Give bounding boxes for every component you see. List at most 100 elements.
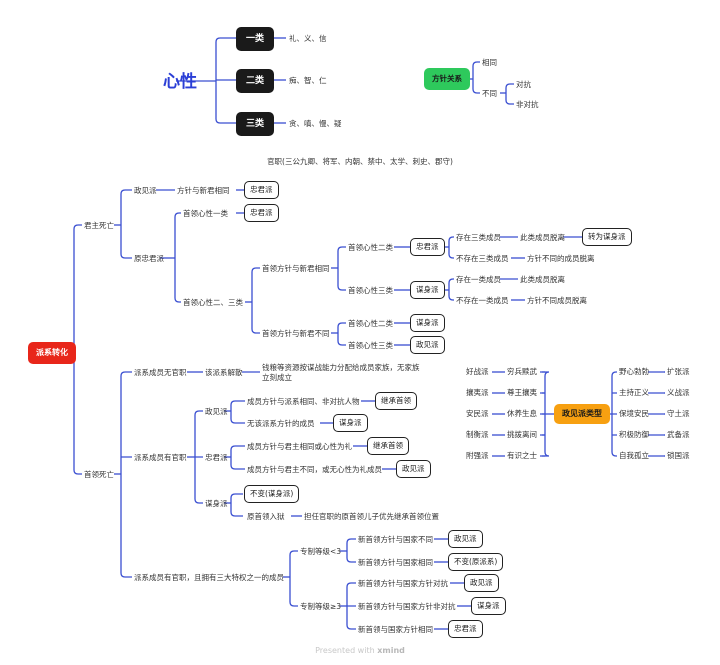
fangzhen-non-antagonistic[interactable]: 非对抗	[516, 100, 539, 109]
type-right-faction[interactable]: 扩张派	[667, 367, 690, 376]
type-right-trait[interactable]: 积极防御	[619, 430, 649, 439]
node-dissolve[interactable]: 该派系解散	[205, 368, 243, 377]
result-lt-b[interactable]: 不变(原派系)	[448, 553, 504, 571]
type-left-trait[interactable]: 挑拨离间	[507, 430, 537, 439]
node-d-three[interactable]: 首领心性三类	[348, 341, 393, 350]
node-ge-b[interactable]: 新首领方针与国家方针非对抗	[358, 602, 456, 611]
node-junzhu[interactable]: 君主死亡	[84, 221, 114, 230]
node-lvl-lt[interactable]: 专制等级<3	[300, 547, 342, 556]
node-ho-ms-b[interactable]: 原首领入狱	[247, 512, 285, 521]
node-s-two-b[interactable]: 不存在三类成员	[456, 254, 509, 263]
type-right-trait[interactable]: 自我孤立	[619, 451, 649, 460]
result-ho-ms-a[interactable]: 不变(谋身派)	[244, 485, 300, 503]
node-same-new[interactable]: 首领方针与新君相同	[262, 264, 330, 273]
type-right-trait[interactable]: 主持正义	[619, 388, 649, 397]
node-ho-zj-b[interactable]: 无该派系方针的成员	[247, 419, 315, 428]
result-s-three[interactable]: 谋身派	[410, 281, 445, 299]
result-lt-a[interactable]: 政见派	[448, 530, 483, 548]
type-left-faction[interactable]: 附强派	[466, 451, 489, 460]
type-right-faction[interactable]: 守土派	[667, 409, 690, 418]
connector-bracket	[448, 236, 454, 259]
xinxing-title[interactable]: 心性	[163, 72, 197, 92]
result-s-two[interactable]: 忠君派	[410, 238, 445, 256]
node-s-three[interactable]: 首领心性三类	[348, 286, 393, 295]
node-s-two-b-1[interactable]: 方针不同的成员脱离	[527, 254, 595, 263]
result-ho-zjun-b[interactable]: 政见派	[396, 460, 431, 478]
zhengjian-types-node[interactable]: 政见派类型	[554, 404, 610, 424]
type-left-faction[interactable]: 攘夷派	[466, 388, 489, 397]
connector-bracket	[215, 37, 236, 124]
node-yz-23[interactable]: 首领心性二、三类	[183, 298, 243, 307]
type-left-trait[interactable]: 尊王攘夷	[507, 388, 537, 397]
type-left-trait[interactable]: 休养生息	[507, 409, 537, 418]
result-ho-zjun-a[interactable]: 继承首领	[367, 437, 409, 455]
node-d-two[interactable]: 首领心性二类	[348, 319, 393, 328]
connector-bracket	[346, 538, 356, 563]
type-right-faction[interactable]: 锁国派	[667, 451, 690, 460]
node-no-office[interactable]: 派系成员无官职	[134, 368, 187, 377]
fangzhen-antagonistic[interactable]: 对抗	[516, 80, 531, 89]
node-s-three-a-1[interactable]: 此类成员脱离	[520, 275, 565, 284]
result-d-three[interactable]: 政见派	[410, 336, 445, 354]
root-node[interactable]: 派系转化	[28, 342, 76, 364]
node-zj-same[interactable]: 方针与新君相同	[177, 186, 230, 195]
connector-bracket	[611, 371, 617, 457]
result-ho-zj-a[interactable]: 继承首领	[375, 392, 417, 410]
node-s-three-a[interactable]: 存在一类成员	[456, 275, 501, 284]
node-ge-a[interactable]: 新首领方针与国家方针对抗	[358, 579, 448, 588]
result-s-two-a-2[interactable]: 转为谋身派	[582, 228, 632, 246]
node-ho-zjun[interactable]: 忠君派	[205, 453, 228, 462]
node-diff-new[interactable]: 首领方针与新君不同	[262, 329, 330, 338]
node-s-two-a-1[interactable]: 此类成员脱离	[520, 233, 565, 242]
node-ho-zj[interactable]: 政见派	[205, 407, 228, 416]
type-right-trait[interactable]: 野心勃勃	[619, 367, 649, 376]
result-ge-b[interactable]: 谋身派	[471, 597, 506, 615]
node-s-two-a[interactable]: 存在三类成员	[456, 233, 501, 242]
node-ho-zjun-b[interactable]: 成员方针与君主不同，或无心性为礼成员	[247, 465, 382, 474]
node-ho-zjun-a[interactable]: 成员方针与君主相同或心性为礼	[247, 442, 352, 451]
node-ge-c[interactable]: 新首领与国家方针相同	[358, 625, 433, 634]
result-ho-zj-b[interactable]: 谋身派	[333, 414, 368, 432]
node-priv[interactable]: 派系成员有官职，且拥有三大特权之一的成员	[134, 573, 284, 582]
node-has-office[interactable]: 派系成员有官职	[134, 453, 187, 462]
node-ho-ms[interactable]: 谋身派	[205, 499, 228, 508]
fangzhen-node[interactable]: 方针关系	[424, 68, 470, 90]
node-dissolve-note[interactable]: 钱粮等资源按谋战能力分配给成员家族，无家族立刻成立	[262, 363, 420, 382]
type-right-faction[interactable]: 义战派	[667, 388, 690, 397]
result-zj-same[interactable]: 忠君派	[244, 181, 279, 199]
result-yz-one[interactable]: 忠君派	[244, 204, 279, 222]
class-three-node[interactable]: 三类	[236, 112, 275, 136]
type-right-trait[interactable]: 保境安民	[619, 409, 649, 418]
class-two-traits[interactable]: 痴、智、仁	[289, 76, 327, 85]
type-left-faction[interactable]: 安民派	[466, 409, 489, 418]
node-shouling[interactable]: 首领死亡	[84, 470, 114, 479]
type-right-faction[interactable]: 武备派	[667, 430, 690, 439]
result-ge-c[interactable]: 忠君派	[448, 620, 483, 638]
node-zhengjian[interactable]: 政见派	[134, 186, 157, 195]
node-ho-zj-a[interactable]: 成员方针与派系相同、非对抗人物	[247, 397, 360, 406]
node-s-two[interactable]: 首领心性二类	[348, 243, 393, 252]
fangzhen-same[interactable]: 相同	[482, 58, 497, 67]
node-lt-a[interactable]: 新首领方针与国家不同	[358, 535, 433, 544]
node-lt-b[interactable]: 新首领方针与国家相同	[358, 558, 433, 567]
connector-bracket	[194, 410, 203, 504]
node-yuanzhong[interactable]: 原忠君派	[134, 254, 164, 263]
node-yz-one[interactable]: 首领心性一类	[183, 209, 228, 218]
node-lvl-ge[interactable]: 专制等级≥3	[300, 602, 342, 611]
type-left-trait[interactable]: 有识之士	[507, 451, 537, 460]
type-left-faction[interactable]: 好战派	[466, 367, 489, 376]
fangzhen-diff[interactable]: 不同	[482, 89, 497, 98]
result-ge-a[interactable]: 政见派	[464, 574, 499, 592]
node-s-three-b-1[interactable]: 方针不同成员脱离	[527, 296, 587, 305]
class-three-traits[interactable]: 贪、嗔、慢、疑	[289, 119, 342, 128]
node-ho-ms-b-1[interactable]: 担任官职的原首领儿子优先继承首领位置	[304, 512, 439, 521]
result-d-two[interactable]: 谋身派	[410, 314, 445, 332]
node-s-three-b[interactable]: 不存在一类成员	[456, 296, 509, 305]
class-two-node[interactable]: 二类	[236, 69, 275, 93]
class-one-node[interactable]: 一类	[236, 27, 275, 51]
type-left-faction[interactable]: 制衡派	[466, 430, 489, 439]
class-one-traits[interactable]: 礼、义、信	[289, 34, 327, 43]
type-left-trait[interactable]: 穷兵黩武	[507, 367, 537, 376]
